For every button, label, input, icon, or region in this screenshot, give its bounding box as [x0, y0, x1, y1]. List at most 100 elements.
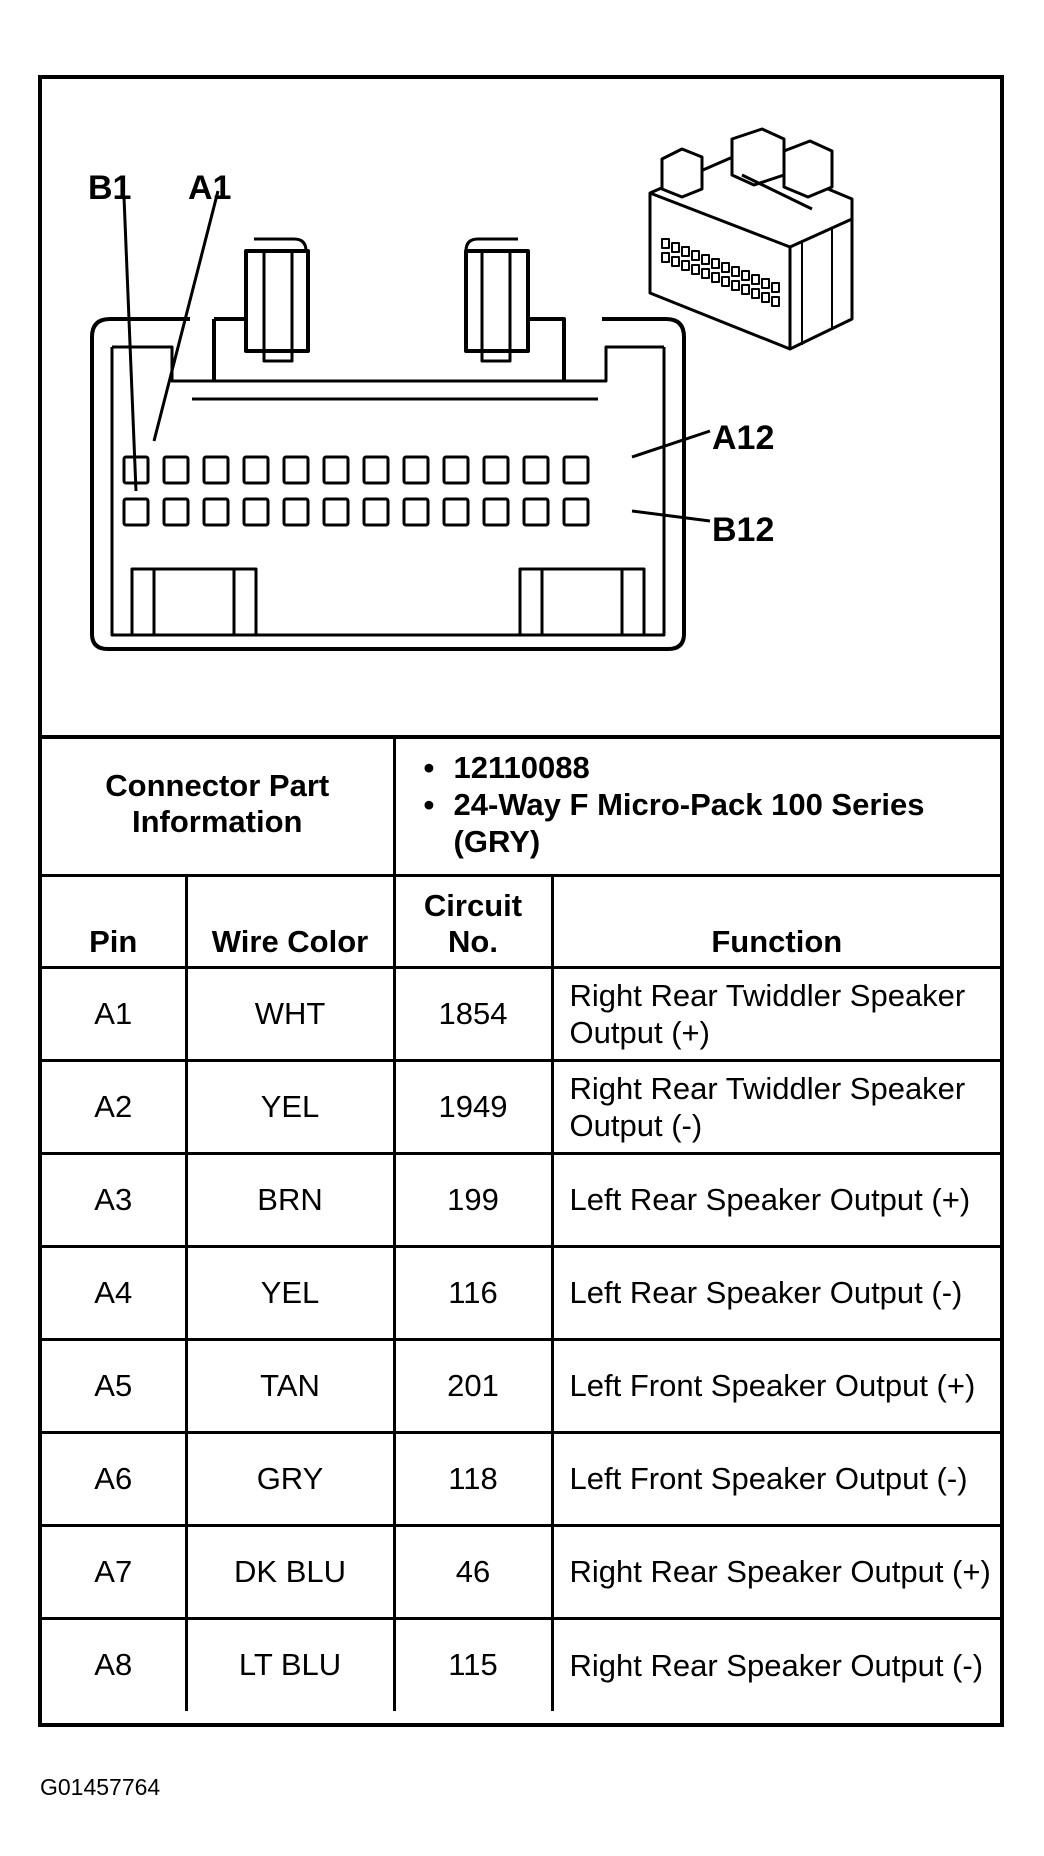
pin-cavity: [402, 455, 430, 485]
header-wire-color: Wire Color: [184, 873, 396, 969]
header-function: Function: [550, 873, 1001, 969]
pin-cavity: [442, 455, 470, 485]
pin-cavity: [362, 455, 390, 485]
label-b12: B12: [712, 511, 774, 549]
cell-pin: A6: [42, 1430, 188, 1527]
iso-pin-cavity: [691, 250, 700, 261]
cell-circuit-no: 118: [392, 1430, 554, 1527]
cell-pin: A3: [42, 1151, 188, 1248]
cell-circuit-no: 115: [392, 1616, 554, 1711]
pin-cavity: [322, 455, 350, 485]
cell-wire-color: YEL: [184, 1058, 396, 1155]
cell-circuit-no: 1854: [392, 967, 554, 1062]
cell-pin: A7: [42, 1523, 188, 1620]
pin-cavity: [522, 455, 550, 485]
iso-pin-cavity: [771, 296, 780, 307]
cell-function: Right Rear Twiddler Speaker Output (+): [550, 967, 1001, 1062]
cell-wire-color: TAN: [184, 1337, 396, 1434]
pin-cavity: [522, 497, 550, 527]
iso-pin-cavity: [721, 276, 730, 287]
cell-pin: A4: [42, 1244, 188, 1341]
connector-face-drawing: B1 A1 A12 B12: [88, 127, 854, 651]
label-a12: A12: [712, 419, 774, 457]
connector-info-label: Connector Part Information: [42, 735, 396, 877]
iso-pin-cavity: [751, 288, 760, 299]
cell-pin: A1: [42, 967, 188, 1062]
cell-wire-color: GRY: [184, 1430, 396, 1527]
cell-wire-color: BRN: [184, 1151, 396, 1248]
cell-wire-color: WHT: [184, 967, 396, 1062]
pinout-table: Connector Part Information 12110088 24-W…: [42, 735, 1001, 1711]
pin-cavity: [162, 455, 190, 485]
pin-cavity: [482, 497, 510, 527]
connector-3d-illustration: [648, 127, 854, 351]
cell-circuit-no: 201: [392, 1337, 554, 1434]
connector-part-number: 12110088: [424, 749, 1001, 786]
pin-cavity: [442, 497, 470, 527]
cell-function: Left Front Speaker Output (-): [550, 1430, 1001, 1527]
iso-pin-cavity: [761, 292, 770, 303]
cell-pin: A8: [42, 1616, 188, 1711]
cell-wire-color: DK BLU: [184, 1523, 396, 1620]
cell-wire-color: LT BLU: [184, 1616, 396, 1711]
diagram-frame: B1 A1 A12 B12 Connector Part Informatio: [38, 75, 1004, 1727]
cell-circuit-no: 199: [392, 1151, 554, 1248]
pin-cavity: [162, 497, 190, 527]
cell-function: Left Front Speaker Output (+): [550, 1337, 1001, 1434]
pin-cavity: [282, 497, 310, 527]
pin-cavity: [562, 497, 590, 527]
pin-cavity: [322, 497, 350, 527]
header-pin: Pin: [42, 873, 188, 969]
cell-circuit-no: 1949: [392, 1058, 554, 1155]
connector-diagram: B1 A1 A12 B12: [42, 79, 1000, 739]
iso-pin-cavity: [681, 260, 690, 271]
connector-description: 24-Way F Micro-Pack 100 Series (GRY): [424, 786, 1001, 860]
iso-pin-cavity: [771, 282, 780, 293]
pin-cavity: [362, 497, 390, 527]
pin-cavity: [242, 455, 270, 485]
figure-code: G01457764: [40, 1774, 161, 1800]
cell-circuit-no: 46: [392, 1523, 554, 1620]
iso-pin-cavity: [721, 262, 730, 273]
iso-pin-cavity: [671, 242, 680, 253]
iso-pin-cavity: [691, 264, 700, 275]
pin-cavity: [282, 455, 310, 485]
iso-pin-cavity: [671, 256, 680, 267]
iso-pin-cavity: [731, 280, 740, 291]
connector-info-row: Connector Part Information 12110088 24-W…: [42, 735, 1001, 877]
cell-pin: A2: [42, 1058, 188, 1155]
connector-info-items: 12110088 24-Way F Micro-Pack 100 Series …: [392, 735, 1001, 877]
cell-circuit-no: 116: [392, 1244, 554, 1341]
iso-pin-cavity: [661, 252, 670, 263]
cell-wire-color: YEL: [184, 1244, 396, 1341]
iso-pin-cavity: [741, 270, 750, 281]
iso-pin-cavity: [761, 278, 770, 289]
pin-cavity: [562, 455, 590, 485]
cell-pin: A5: [42, 1337, 188, 1434]
pin-cavity: [202, 455, 230, 485]
iso-pin-cavity: [701, 268, 710, 279]
label-a1: A1: [188, 169, 231, 207]
label-b1: B1: [88, 169, 131, 207]
cell-function: Right Rear Speaker Output (-): [550, 1616, 1001, 1711]
table-header-row: Pin Wire Color Circuit No. Function: [42, 873, 1001, 969]
pin-cavity: [122, 497, 150, 527]
cell-function: Right Rear Twiddler Speaker Output (-): [550, 1058, 1001, 1155]
cell-function: Left Rear Speaker Output (-): [550, 1244, 1001, 1341]
iso-pin-cavity: [711, 272, 720, 283]
iso-pin-cavity: [711, 258, 720, 269]
pin-cavity: [242, 497, 270, 527]
pin-cavity: [202, 497, 230, 527]
iso-pin-cavity: [731, 266, 740, 277]
cell-function: Left Rear Speaker Output (+): [550, 1151, 1001, 1248]
pin-cavity: [482, 455, 510, 485]
iso-pin-cavity: [681, 246, 690, 257]
iso-pin-cavity: [701, 254, 710, 265]
